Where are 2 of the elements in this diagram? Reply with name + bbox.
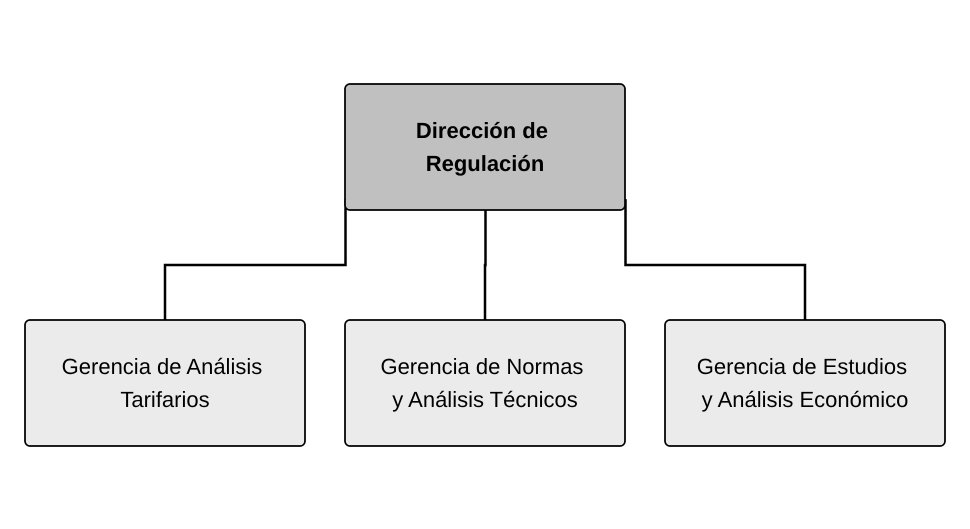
connector bbox=[624, 198, 807, 322]
connector bbox=[484, 210, 487, 322]
